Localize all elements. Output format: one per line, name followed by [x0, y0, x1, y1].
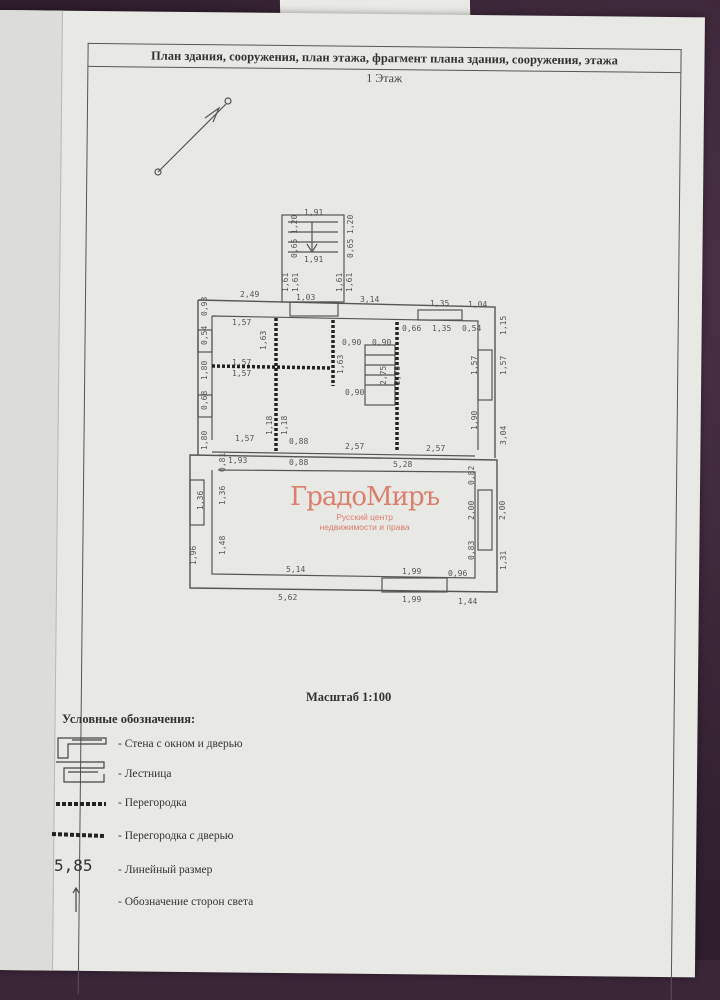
dimension-label: 0,54: [462, 324, 481, 333]
window: [477, 349, 493, 401]
dimension-label: 1,18: [280, 416, 289, 435]
dimension-label: 1,61: [345, 273, 354, 292]
dividing-wall: [211, 451, 476, 457]
dimension-label: 5,62: [278, 593, 297, 602]
dimension-label: 0,93: [200, 297, 209, 316]
dimension-label: 1,61: [291, 273, 300, 292]
dimension-label: 0,54: [200, 326, 209, 345]
legend-item: - Перегородка: [118, 797, 187, 809]
dimension-label: 2,00: [467, 501, 476, 520]
dimension-label: 3,04: [499, 426, 508, 445]
legend-item: - Лестница: [118, 768, 172, 780]
dimension-label: 1,96: [189, 546, 198, 565]
dimension-label: 1,99: [402, 595, 421, 604]
dimension-label: 1,57: [235, 434, 254, 443]
window: [417, 309, 463, 321]
dimension-label: 0,81: [218, 453, 227, 472]
dimension-sample: 5,85: [54, 856, 93, 875]
dimension-label: 1,57: [232, 358, 251, 367]
dimension-label: 0,82: [467, 466, 476, 485]
window: [189, 479, 205, 526]
dimension-label: 5,14: [286, 565, 305, 574]
dimension-label: 1,20: [290, 215, 299, 234]
dimension-label: 0,88: [289, 437, 308, 446]
legend-title: Условные обозначения:: [62, 712, 196, 726]
dimension-label: 1,93: [228, 456, 247, 465]
dimension-label: 0,65: [290, 239, 299, 258]
dimension-label: 3,14: [360, 295, 379, 304]
dimension-label: 0,90: [342, 338, 361, 347]
watermark-line1: Русский центр: [336, 512, 393, 522]
dimension-label: 1,63: [259, 331, 268, 350]
partitions: [211, 318, 399, 452]
scale-label: Масштаб 1:100: [306, 690, 392, 704]
dimension-label: 1,57: [470, 356, 479, 375]
dimension-label: 1,61: [335, 273, 344, 292]
dimension-label: 1,57: [232, 369, 251, 378]
dimension-label: 0,90: [372, 338, 391, 347]
window: [381, 577, 448, 593]
dimension-label: 1,44: [458, 597, 477, 606]
legend-item: - Обозначение сторон света: [118, 896, 254, 908]
dimension-label: 1,18: [265, 416, 274, 435]
watermark-logo: ГрадоМиръ Русский центр недвижимости и п…: [290, 482, 440, 532]
dimension-label: 1,80: [200, 431, 209, 450]
dimension-label: 1,57: [499, 356, 508, 375]
dimension-label: 1,04: [468, 300, 487, 309]
dimension-label: 0,96: [448, 569, 467, 578]
dimension-label: 1,36: [196, 491, 205, 510]
dimension-label: 2,49: [240, 290, 259, 299]
dimension-label: 1,61: [281, 273, 290, 292]
legend-item: - Линейный размер: [118, 864, 213, 876]
dimension-label: 1,90: [470, 411, 479, 430]
dimension-label: 2,57: [426, 444, 445, 453]
dimension-label: 1,63: [336, 355, 345, 374]
dimension-label: 1,99: [402, 567, 421, 576]
dimension-label: 1,35: [432, 324, 451, 333]
dimension-label: 1,36: [218, 486, 227, 505]
dimension-label: 0,83: [467, 541, 476, 560]
inner-wall: [211, 315, 479, 450]
entrance-door: [289, 301, 339, 317]
dimension-label: 2,75: [393, 366, 402, 385]
window: [197, 329, 213, 353]
dimension-label: 1,03: [296, 293, 315, 302]
dimension-label: 0,90: [345, 388, 364, 397]
lower-outer-wall: [189, 454, 498, 593]
window: [197, 394, 213, 418]
dimension-label: 1,20: [346, 215, 355, 234]
legend-item: - Стена с окном и дверью: [118, 738, 243, 750]
dimension-label: 5,28: [393, 460, 412, 469]
dimension-label: 1,31: [499, 551, 508, 570]
dimension-label: 1,91: [304, 255, 323, 264]
legend-item: - Перегородка с дверью: [118, 830, 234, 842]
lower-inner-wall: [211, 469, 476, 579]
dimension-label: 2,75: [379, 366, 388, 385]
dimension-label: 1,15: [499, 316, 508, 335]
dimension-label: 1,91: [304, 208, 323, 217]
dimension-label: 1,57: [232, 318, 251, 327]
dimension-label: 2,00: [498, 501, 507, 520]
dimension-label: 1,80: [200, 361, 209, 380]
watermark-line2: недвижимости и права: [319, 522, 410, 532]
dimension-label: 0,68: [200, 391, 209, 410]
dimension-label: 2,57: [345, 442, 364, 451]
dimension-label: 1,48: [218, 536, 227, 555]
dimension-label: 0,88: [289, 458, 308, 467]
dimension-label: 0,65: [346, 239, 355, 258]
window: [477, 489, 493, 551]
compass-icon: [154, 97, 232, 176]
dimension-label: 1,35: [430, 299, 449, 308]
dimension-label: 0,66: [402, 324, 421, 333]
watermark-name: ГрадоМиръ: [290, 482, 440, 512]
